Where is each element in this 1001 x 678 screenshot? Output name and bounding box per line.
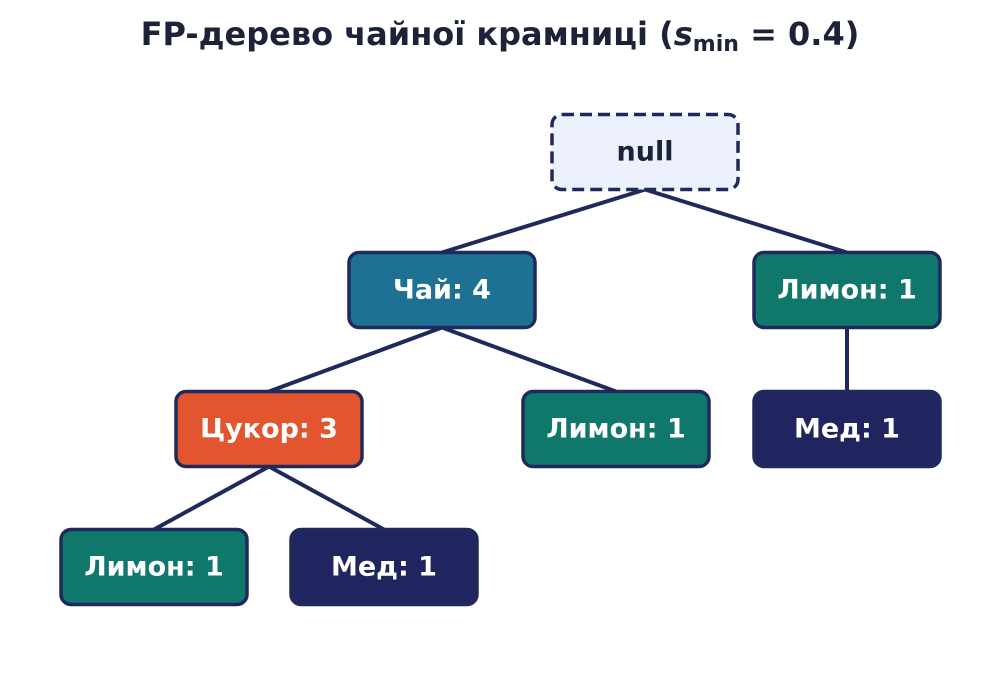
node-lemon-sugar: Лимон: 1 bbox=[59, 527, 249, 607]
node-root: null bbox=[550, 112, 740, 192]
edge-sugar-to-lemon-sugar bbox=[153, 464, 270, 532]
node-box-honey-lemon bbox=[752, 389, 942, 469]
node-sugar: Цукор: 3 bbox=[174, 389, 364, 469]
node-label-tea: Чай: 4 bbox=[393, 275, 491, 306]
node-label-lemon-sugar: Лимон: 1 bbox=[84, 552, 224, 583]
node-label-honey-lemon: Мед: 1 bbox=[794, 414, 900, 445]
node-box-lemon-sugar bbox=[59, 527, 249, 607]
node-box-honey-sugar bbox=[289, 527, 479, 607]
diagram-title: FP-дерево чайної крамниці (smin = 0.4) bbox=[141, 15, 860, 57]
node-label-lemon-root: Лимон: 1 bbox=[777, 275, 917, 306]
edge-root-to-lemon-root bbox=[644, 187, 848, 255]
title-suffix: = 0.4) bbox=[739, 15, 859, 53]
title-subscript: min bbox=[693, 32, 739, 57]
node-label-honey-sugar: Мед: 1 bbox=[331, 552, 437, 583]
node-label-lemon-tea: Лимон: 1 bbox=[546, 414, 686, 445]
title-prefix: FP-дерево чайної крамниці ( bbox=[141, 15, 674, 53]
node-box-root bbox=[550, 112, 740, 192]
title-s-symbol: s bbox=[674, 15, 693, 53]
node-lemon-tea: Лимон: 1 bbox=[521, 389, 711, 469]
node-honey-sugar: Мед: 1 bbox=[289, 527, 479, 607]
node-box-lemon-root bbox=[752, 250, 942, 330]
node-label-sugar: Цукор: 3 bbox=[200, 414, 338, 445]
node-box-tea bbox=[347, 250, 537, 330]
node-tea: Чай: 4 bbox=[347, 250, 537, 330]
node-box-lemon-tea bbox=[521, 389, 711, 469]
edge-sugar-to-honey-sugar bbox=[268, 464, 385, 532]
node-label-root: null bbox=[617, 137, 674, 168]
edge-tea-to-lemon-tea bbox=[441, 325, 617, 394]
tree-edges bbox=[153, 187, 849, 532]
node-honey-lemon: Мед: 1 bbox=[752, 389, 942, 469]
edge-tea-to-sugar bbox=[268, 325, 443, 394]
node-box-sugar bbox=[174, 389, 364, 469]
edge-root-to-tea bbox=[441, 187, 646, 255]
node-lemon-root: Лимон: 1 bbox=[752, 250, 942, 330]
